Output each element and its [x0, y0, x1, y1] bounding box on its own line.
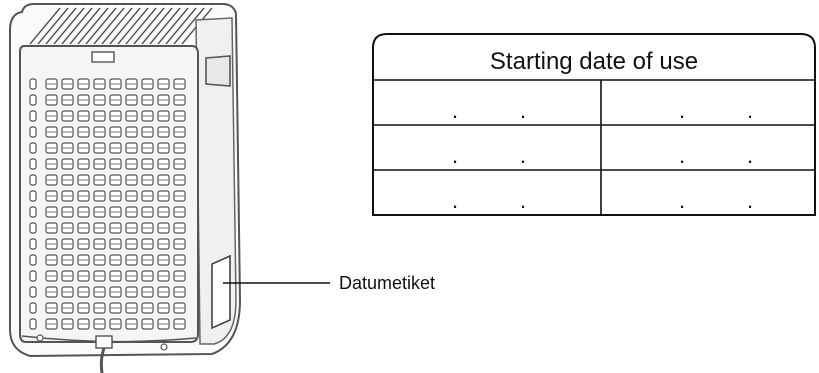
vent-hole — [29, 206, 37, 218]
air-purifier-illustration — [9, 3, 330, 373]
date-separator-dot: . — [520, 143, 526, 168]
vent-hole — [29, 158, 37, 170]
top-grille — [29, 7, 213, 45]
vent-hole-grid — [29, 78, 186, 330]
vent-hole — [29, 190, 37, 202]
power-cord — [99, 347, 106, 373]
vent-hole — [29, 94, 37, 106]
date-separator-dot: . — [679, 98, 685, 123]
vent-hole — [29, 238, 37, 250]
vent-hole — [29, 174, 37, 186]
cord-connector — [95, 335, 113, 349]
date-table-frame: ............ — [372, 33, 816, 216]
vent-hole — [29, 254, 37, 266]
date-separator-dot: . — [520, 98, 526, 123]
date-separator-dot: . — [747, 143, 753, 168]
filter-tab — [91, 51, 115, 63]
starting-date-table: ............ Starting date of use — [371, 32, 817, 216]
date-separator-dot: . — [679, 143, 685, 168]
vent-hole — [29, 222, 37, 234]
vent-hole — [29, 302, 37, 314]
vent-hole — [29, 286, 37, 298]
date-label-slot — [211, 254, 231, 330]
date-separator-dot: . — [679, 188, 685, 213]
vent-hole — [29, 126, 37, 138]
foot-right — [160, 343, 168, 351]
date-separator-dot: . — [747, 98, 753, 123]
table-outline — [372, 33, 816, 216]
date-separator-dot: . — [452, 188, 458, 213]
date-separator-dots: ............ — [452, 98, 753, 213]
vent-hole — [29, 78, 37, 90]
date-separator-dot: . — [520, 188, 526, 213]
table-title: Starting date of use — [489, 48, 699, 75]
date-label-text: Datumetiket — [339, 273, 436, 293]
date-separator-dot: . — [452, 143, 458, 168]
date-separator-dot: . — [452, 98, 458, 123]
side-handle — [205, 55, 231, 87]
vent-hole — [29, 318, 37, 330]
vent-hole — [29, 142, 37, 154]
vent-hole — [29, 270, 37, 282]
vent-hole — [29, 110, 37, 122]
foot-left — [36, 334, 44, 342]
date-separator-dot: . — [747, 188, 753, 213]
